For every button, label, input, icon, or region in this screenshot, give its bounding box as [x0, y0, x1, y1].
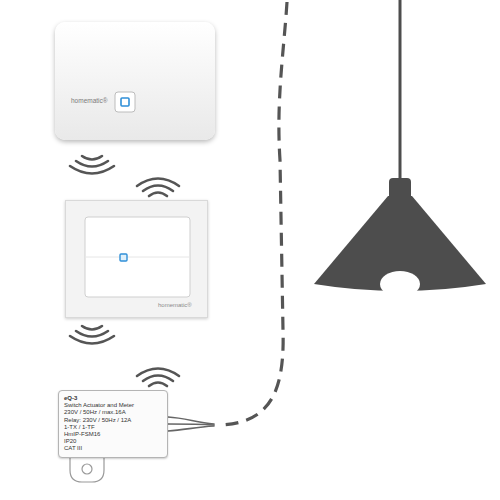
label-text: CAT III	[64, 445, 162, 452]
label-text: Switch Actuator and Meter	[64, 402, 162, 409]
brand-logo: homematic®	[71, 98, 108, 105]
wire-ends	[168, 417, 214, 431]
radio-waves	[137, 179, 179, 197]
brand-logo: homematic®	[158, 302, 192, 308]
label-text: 230V / 50Hz / max.16A	[64, 409, 162, 416]
radio-waves	[70, 156, 114, 174]
label-text: Relay: 230V / 50Hz / 12A	[64, 417, 162, 424]
label-text: IP20	[64, 438, 162, 445]
radio-waves	[137, 369, 179, 387]
label-text: HmIP-FSM16	[64, 431, 162, 438]
device-detail	[66, 201, 209, 319]
label-text: eQ-3	[64, 395, 162, 402]
pendant-lamp	[314, 0, 486, 297]
device-detail	[55, 22, 215, 140]
wall-switch: homematic®	[65, 200, 208, 318]
dashed-cable	[222, 2, 287, 425]
access-point: homematic®	[55, 22, 215, 140]
radio-waves	[70, 326, 114, 344]
label-text: 1-TX / 1-TF	[64, 424, 162, 431]
switch-actuator: eQ-3Switch Actuator and Meter230V / 50Hz…	[58, 390, 168, 458]
